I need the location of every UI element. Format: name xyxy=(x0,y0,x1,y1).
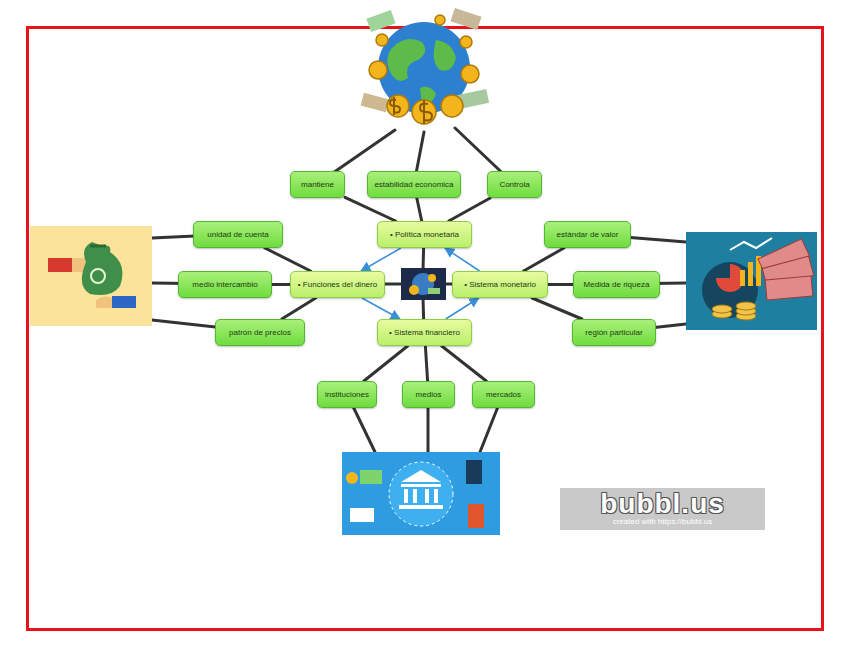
node-text: medios xyxy=(416,390,442,400)
topic-box: región particular xyxy=(572,319,656,346)
branch-line xyxy=(532,298,582,319)
topic-box: unidad de cuenta xyxy=(193,221,283,248)
finance-chart-picture xyxy=(686,232,817,330)
watermark-note: created with https://bubbl.us xyxy=(560,517,765,527)
flow-arrow xyxy=(446,298,479,319)
branch-line xyxy=(524,248,564,271)
central-topic-box: • Sistema financiero xyxy=(377,319,472,346)
branch-line xyxy=(345,197,396,221)
node-text: • Sistema monetario xyxy=(464,280,536,290)
node-text: • Funciones del dinero xyxy=(298,280,377,290)
topic-box: Controla xyxy=(487,171,542,198)
node-text: estándar de valor xyxy=(557,230,619,240)
flow-arrow xyxy=(362,298,400,319)
node-text: • Política monetaria xyxy=(390,230,459,240)
branch-line xyxy=(417,198,422,221)
node-text: Controla xyxy=(499,180,529,190)
flow-arrow xyxy=(361,248,401,271)
branch-line xyxy=(364,346,408,381)
branch-line xyxy=(548,283,573,286)
center-money-picture xyxy=(401,268,446,300)
topic-box: mantiene xyxy=(290,171,345,198)
node-text: patrón de precios xyxy=(229,328,291,338)
bank-picture xyxy=(342,452,500,535)
branch-line xyxy=(425,346,427,381)
branch-line xyxy=(265,248,311,271)
node-text: unidad de cuenta xyxy=(207,230,268,240)
node-text: mantiene xyxy=(301,180,334,190)
topic-box: medios xyxy=(402,381,455,408)
topic-box: mercados xyxy=(472,381,535,408)
node-text: mercados xyxy=(486,390,521,400)
central-topic-box: • Política monetaria xyxy=(377,221,472,248)
globe-money-picture xyxy=(361,8,489,124)
node-text: Medida de riqueza xyxy=(584,280,650,290)
hand-money-picture xyxy=(30,226,152,326)
topic-box: Medida de riqueza xyxy=(573,271,660,298)
central-topic-box: • Funciones del dinero xyxy=(290,271,385,298)
topic-box: estándar de valor xyxy=(544,221,631,248)
branch-line xyxy=(449,198,490,221)
node-text: instituciones xyxy=(325,390,369,400)
node-text: • Sistema financiero xyxy=(389,328,460,338)
branch-line xyxy=(272,283,290,286)
picture-leaders xyxy=(152,128,686,452)
watermark-box: bubbl.us created with https://bubbl.us xyxy=(560,488,765,530)
watermark: bubbl.us xyxy=(560,489,765,519)
central-topic-box: • Sistema monetario xyxy=(452,271,548,298)
branch-line xyxy=(282,298,316,319)
topic-box: patrón de precios xyxy=(215,319,305,346)
topic-box: instituciones xyxy=(317,381,377,408)
topic-box: estabilidad economica xyxy=(367,171,461,198)
node-text: región particular xyxy=(585,328,642,338)
flow-arrow xyxy=(445,248,480,271)
node-text: estabilidad economica xyxy=(374,180,453,190)
topic-box: medio intercambio xyxy=(178,271,272,298)
node-text: medio intercambio xyxy=(192,280,257,290)
branch-line xyxy=(442,346,487,381)
